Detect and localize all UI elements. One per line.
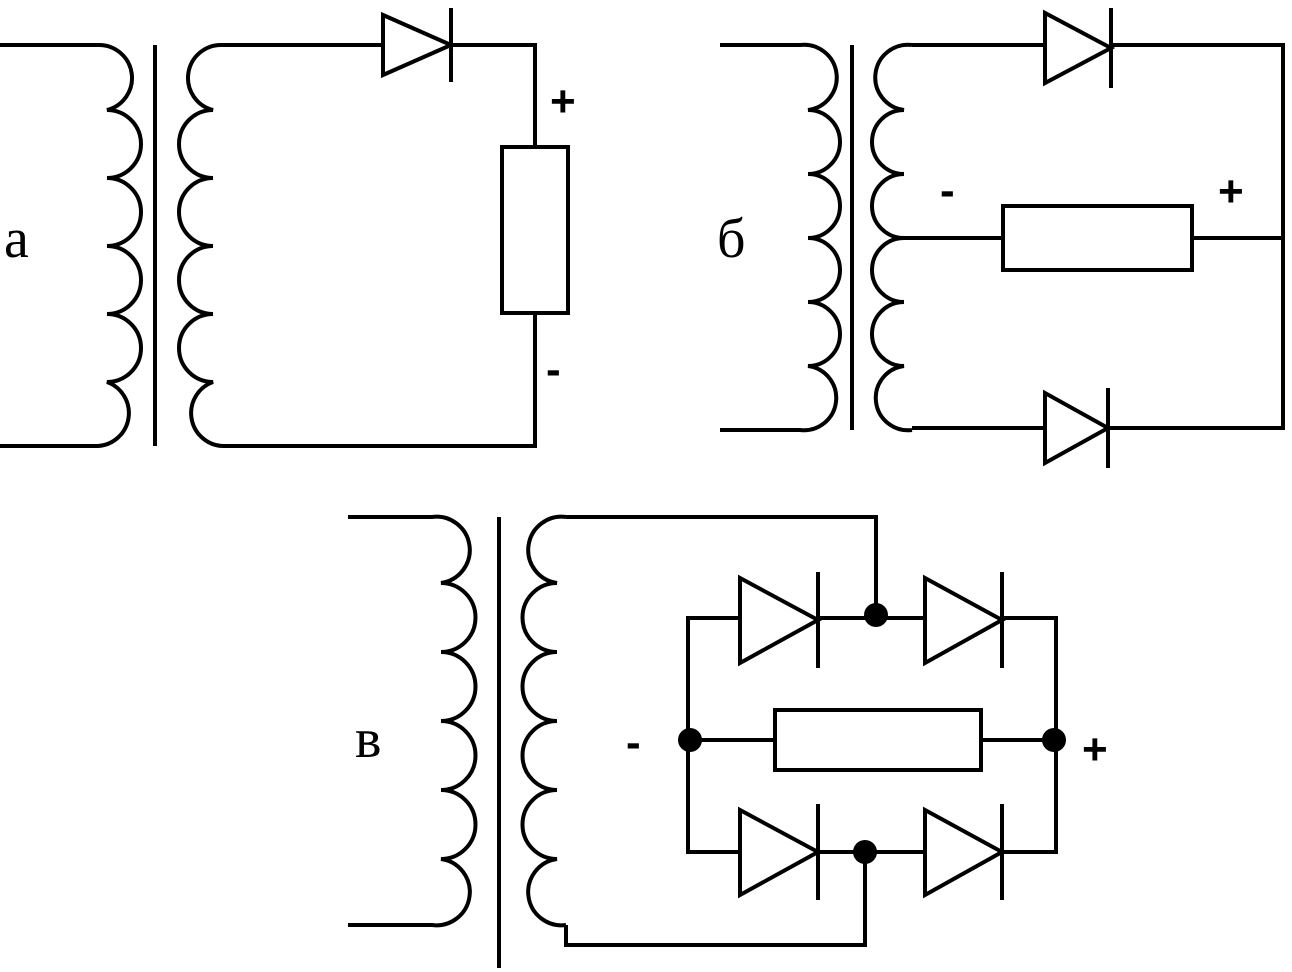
circuit-c-diode-top-right — [923, 574, 1007, 667]
circuit-c-minus-sign: - — [626, 718, 641, 767]
circuit-c-secondary-winding — [520, 514, 567, 928]
circuit-b-label: б — [717, 208, 746, 270]
circuit-b-plus-sign: + — [1218, 167, 1244, 216]
circuit-c-junction-right — [1042, 728, 1066, 752]
circuit-a-diode — [381, 11, 456, 79]
circuit-a-resistor — [500, 145, 570, 315]
circuit-a: + - а — [0, 8, 576, 448]
circuit-c-junction-left — [678, 728, 702, 752]
circuit-c-resistor — [773, 708, 983, 772]
circuit-b: - + б — [717, 8, 1285, 468]
circuit-c: - + в — [348, 514, 1108, 968]
circuit-b-minus-sign: - — [940, 166, 955, 215]
circuit-a-wire-right — [451, 43, 537, 147]
circuit-c-diode-top-left — [738, 574, 823, 667]
circuit-a-minus-sign: - — [546, 345, 561, 394]
circuit-c-label: в — [355, 708, 381, 770]
circuit-c-junction-bottom — [853, 840, 877, 864]
circuit-c-wire-secondary-bottom — [564, 852, 867, 947]
circuit-b-diode-bottom — [1043, 389, 1113, 467]
circuit-a-plus-sign: + — [550, 77, 576, 126]
circuit-c-primary-winding — [348, 514, 478, 928]
circuit-a-primary-winding — [0, 42, 143, 448]
circuit-b-resistor — [1001, 204, 1194, 272]
circuit-a-secondary-winding — [177, 42, 223, 448]
circuit-c-diode-bottom-left — [738, 806, 823, 899]
circuit-c-wire-secondary-top — [566, 515, 878, 618]
circuit-b-diode-top — [1043, 9, 1116, 87]
circuit-a-label: а — [4, 208, 29, 270]
circuit-c-plus-sign: + — [1082, 725, 1108, 774]
circuit-c-diode-bottom-right — [923, 806, 1007, 899]
circuit-c-junction-top — [864, 603, 888, 627]
circuit-b-primary-winding — [720, 42, 842, 433]
circuit-a-wire-bottom — [222, 313, 537, 448]
